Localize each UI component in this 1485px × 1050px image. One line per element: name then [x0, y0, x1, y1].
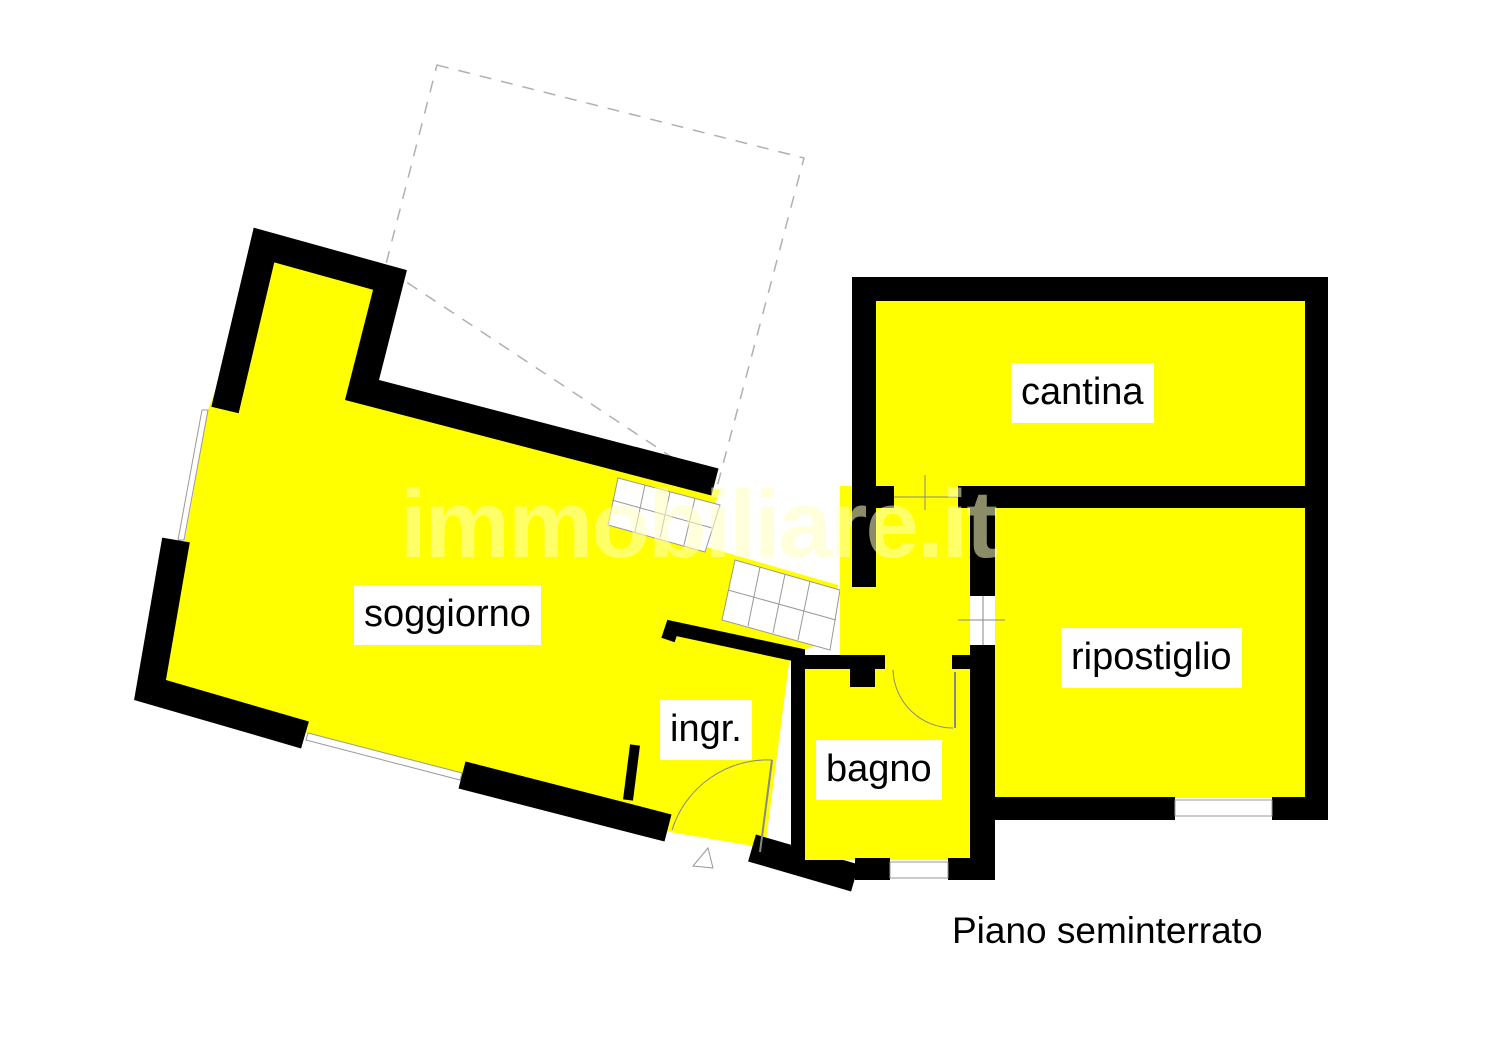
dashed-outline-area	[384, 64, 805, 489]
entrance-arrow-icon	[692, 846, 714, 869]
room-label-soggiorno: soggiorno	[354, 585, 541, 645]
bagno-door-swing	[892, 669, 954, 729]
room-label-ingresso: ingr.	[660, 700, 752, 760]
door-markers	[894, 475, 1005, 645]
room-label-bagno: bagno	[816, 740, 942, 800]
wall-stub	[623, 744, 640, 801]
stairs	[607, 477, 841, 651]
walls-right-block	[793, 277, 1328, 880]
wall-left-top	[211, 227, 719, 496]
window-bottom	[305, 732, 463, 781]
level-caption: Piano seminterrato	[952, 910, 1263, 951]
window-ripostiglio	[1174, 799, 1273, 817]
watermark: immobiliare.it	[400, 471, 998, 578]
wall-bottom-mid	[458, 761, 672, 842]
room-label-cantina: cantina	[1011, 363, 1154, 423]
wall-bottom-right	[748, 834, 859, 892]
entrance-door-swing	[671, 759, 773, 831]
window-left	[177, 409, 209, 541]
window-bagno	[889, 861, 949, 879]
room-label-ripostiglio: ripostiglio	[1061, 628, 1242, 688]
wall-left-wing	[134, 537, 309, 749]
soggiorno-fill	[158, 252, 838, 848]
